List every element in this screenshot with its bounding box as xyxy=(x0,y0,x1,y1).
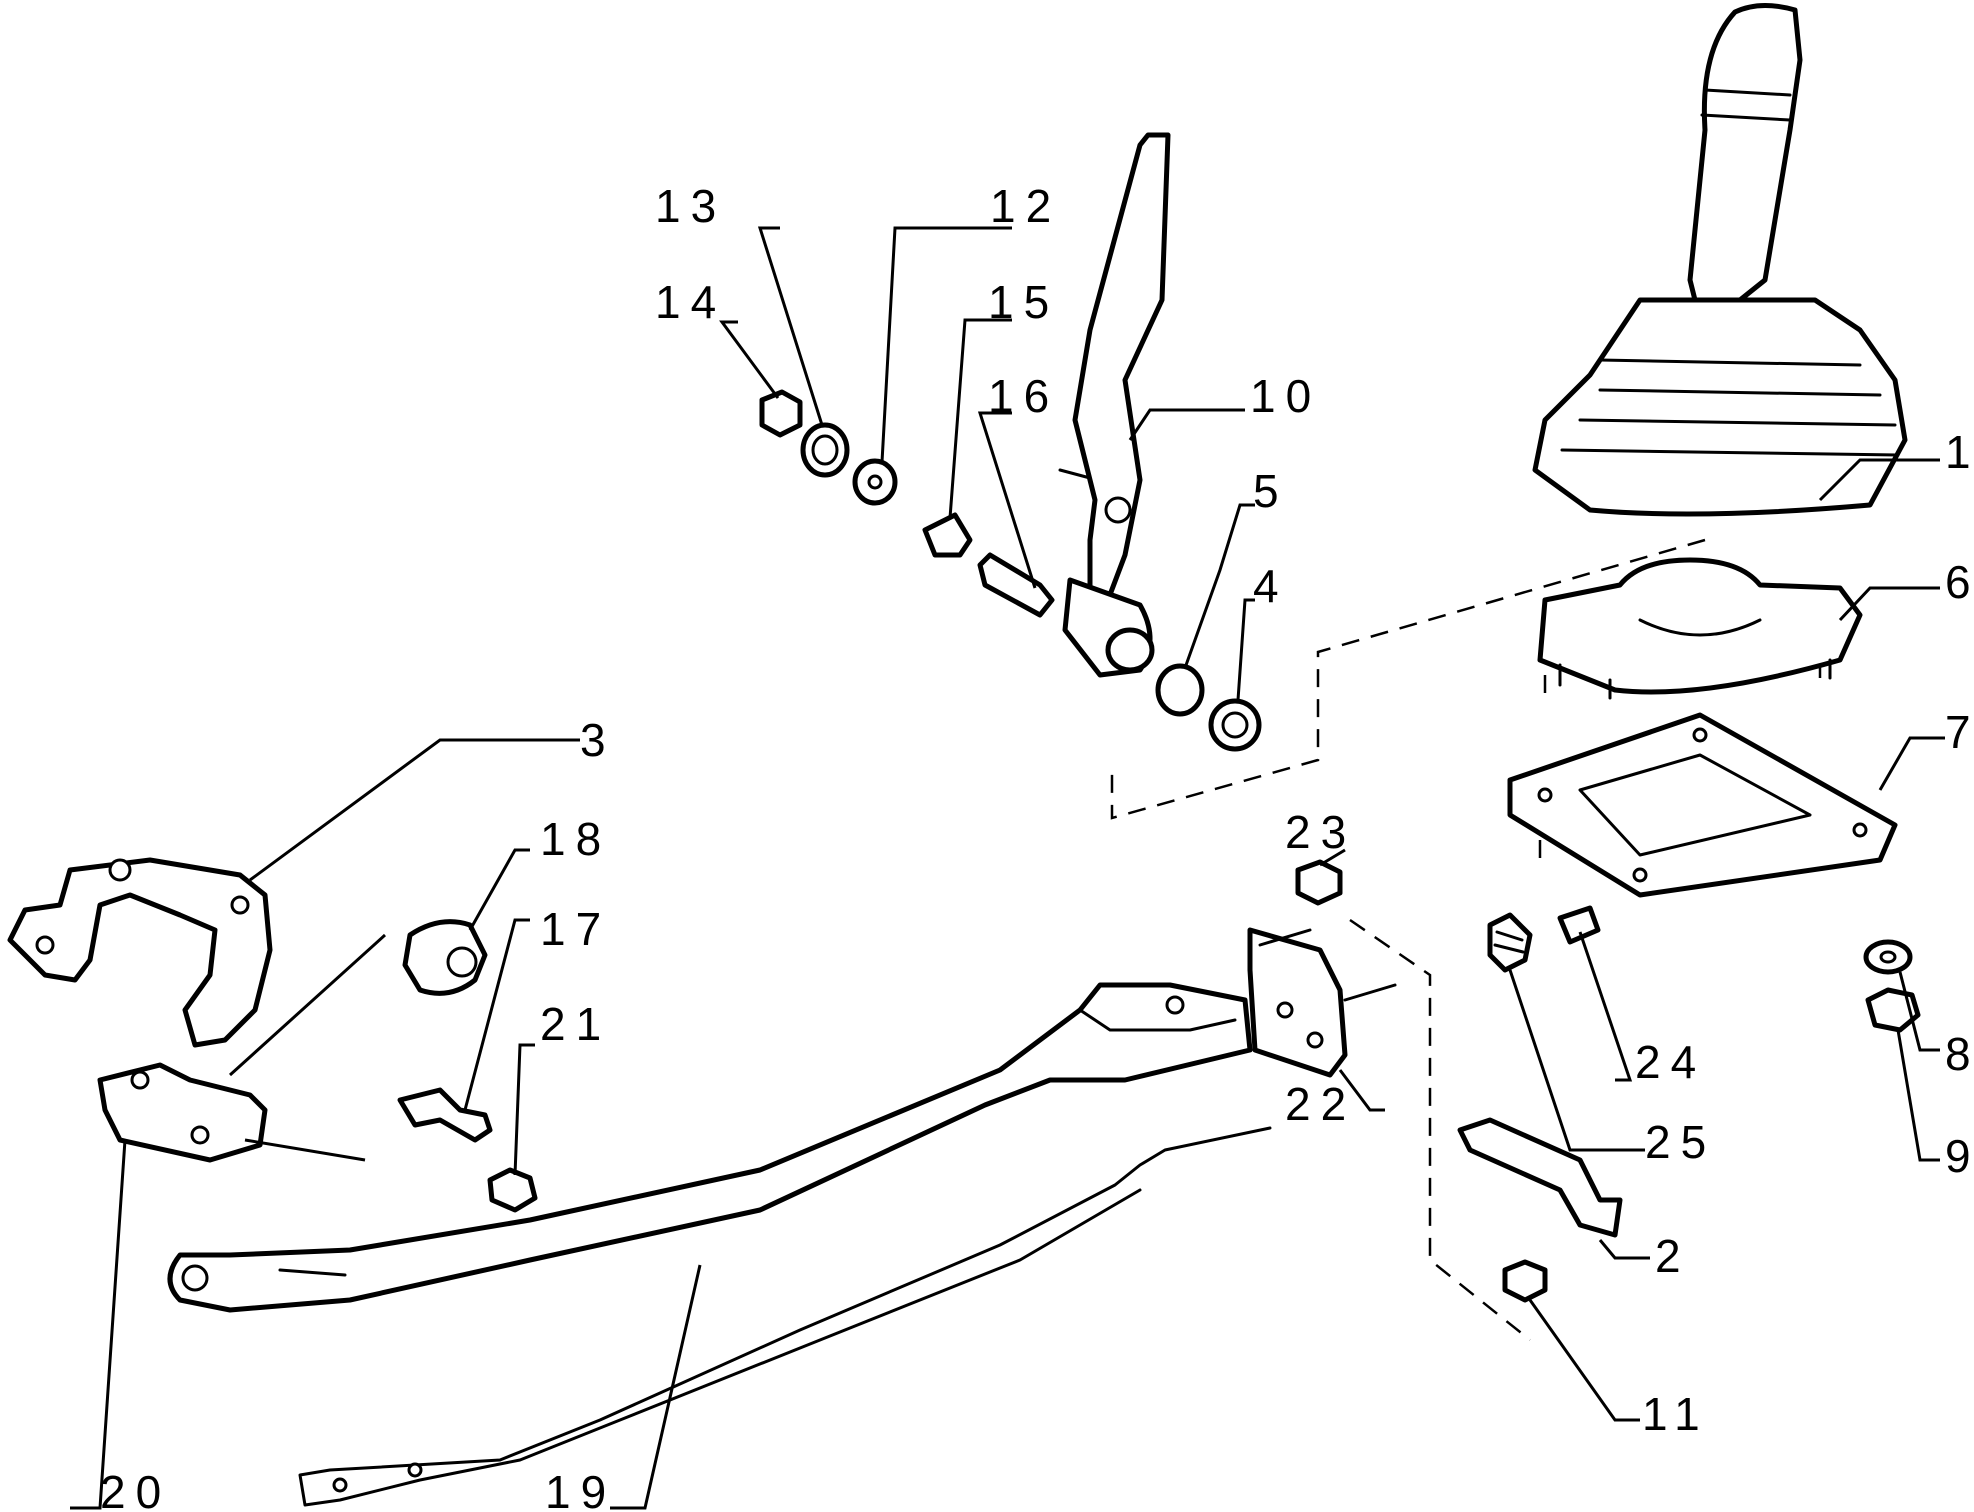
part-bushing-5 xyxy=(1155,663,1205,717)
part-bushing-13 xyxy=(800,422,850,478)
part-spacer-24 xyxy=(1557,905,1601,945)
callout-7: 7 xyxy=(1945,706,1974,758)
callout-24: 24 xyxy=(1635,1036,1706,1088)
callout-3: 3 xyxy=(580,714,616,766)
callout-25: 25 xyxy=(1645,1116,1716,1168)
part-shift-rod xyxy=(167,982,1253,1313)
callout-17: 17 xyxy=(540,903,611,955)
callout-23: 23 xyxy=(1285,806,1356,858)
callout-4: 4 xyxy=(1253,560,1289,612)
part-spring-25 xyxy=(1487,912,1533,973)
part-rubber-bush xyxy=(402,919,488,996)
callout-22: 22 xyxy=(1285,1078,1356,1130)
part-base-plate xyxy=(1507,712,1898,898)
part-mounting-plate xyxy=(1247,927,1397,1078)
callout-13: 13 xyxy=(655,180,726,232)
part-bushing-15 xyxy=(922,512,973,558)
callout-18: 18 xyxy=(540,813,611,865)
callout-11: 11 xyxy=(1642,1388,1710,1440)
part-gear-knob-boot xyxy=(1532,3,1908,517)
leader-lines xyxy=(70,226,1945,1510)
part-nut-9 xyxy=(1865,987,1921,1033)
part-nut-14 xyxy=(759,389,803,438)
callout-2: 2 xyxy=(1655,1230,1691,1282)
part-bolt-17 xyxy=(397,1087,493,1143)
part-nut-23 xyxy=(1295,859,1343,906)
part-selector-cable xyxy=(298,1126,1272,1507)
callout-labels: 1 6 7 8 9 10 5 4 13 12 14 15 16 3 18 17 … xyxy=(100,180,1974,1512)
part-lower-bracket xyxy=(97,1062,268,1163)
part-bracket xyxy=(7,857,273,1048)
part-nut-21 xyxy=(487,1167,538,1213)
callout-6: 6 xyxy=(1945,556,1974,608)
callout-14: 14 xyxy=(655,276,726,328)
callout-10: 10 xyxy=(1250,370,1321,422)
callout-1: 1 xyxy=(1945,426,1974,478)
part-washer-12 xyxy=(852,458,898,506)
callout-20: 20 xyxy=(100,1466,171,1512)
callout-8: 8 xyxy=(1945,1028,1974,1080)
callout-12: 12 xyxy=(990,180,1061,232)
part-nut-11 xyxy=(1502,1259,1548,1303)
callout-5: 5 xyxy=(1253,465,1289,517)
part-boot-retainer xyxy=(1537,557,1863,700)
callout-21: 21 xyxy=(540,998,611,1050)
callout-19: 19 xyxy=(545,1466,616,1512)
part-gear-lever xyxy=(1058,132,1171,678)
part-bushing-4 xyxy=(1208,698,1262,752)
part-washer-8 xyxy=(1863,939,1913,975)
callout-15: 15 xyxy=(988,276,1059,328)
callout-16: 16 xyxy=(988,370,1059,422)
callout-9: 9 xyxy=(1945,1130,1974,1182)
part-pin-16 xyxy=(977,552,1055,618)
part-clip-bracket xyxy=(1457,1117,1623,1238)
